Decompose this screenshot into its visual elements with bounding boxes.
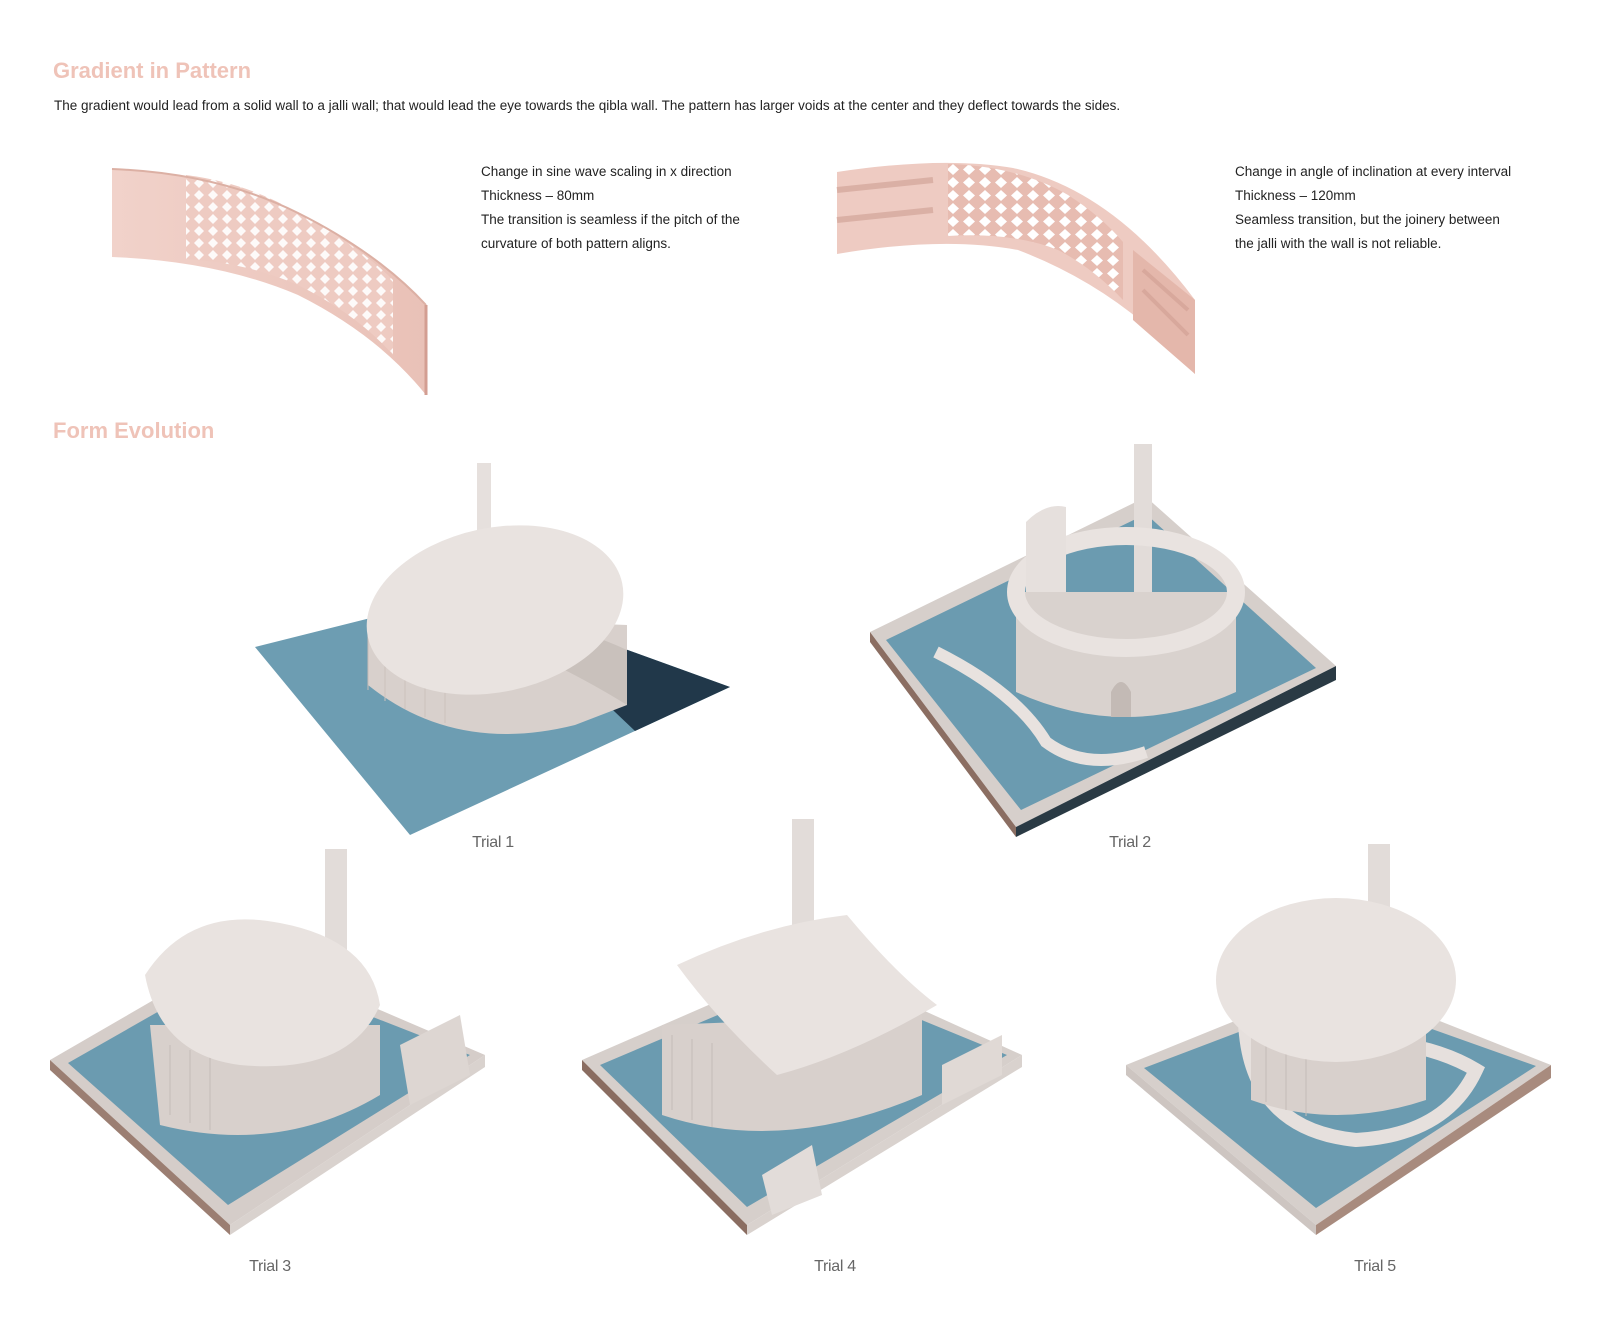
gradient-intro-text: The gradient would lead from a solid wal… — [54, 98, 1121, 113]
trial-1-model — [255, 463, 730, 835]
trial-2-caption: Trial 2 — [1109, 834, 1151, 851]
trial-1-caption: Trial 1 — [472, 834, 514, 851]
jalli-wall-illustration-1 — [111, 168, 428, 395]
description-line: Change in sine wave scaling in x directi… — [481, 164, 732, 179]
trial-3-model — [50, 849, 485, 1235]
section-heading-gradient: Gradient in Pattern — [53, 58, 252, 83]
trial-3-caption: Trial 3 — [249, 1258, 291, 1275]
trial-5-model — [1126, 844, 1551, 1235]
description-line: The transition is seamless if the pitch … — [481, 212, 740, 227]
trial-2-model — [870, 444, 1336, 837]
jalli-wall-illustration-2 — [836, 162, 1195, 374]
description-line: Change in angle of inclination at every … — [1235, 164, 1512, 179]
description-line: curvature of both pattern aligns. — [481, 236, 671, 251]
description-line: Seamless transition, but the joinery bet… — [1235, 212, 1500, 227]
jalli-description-1: Change in sine wave scaling in x directi… — [481, 160, 740, 256]
section-heading-form-evolution: Form Evolution — [53, 418, 215, 443]
trial-4-caption: Trial 4 — [814, 1258, 856, 1275]
description-line: Thickness – 120mm — [1235, 188, 1356, 203]
trial-5-caption: Trial 5 — [1354, 1258, 1396, 1275]
description-line: Thickness – 80mm — [481, 188, 595, 203]
trial-4-model — [582, 819, 1022, 1235]
description-line: the jalli with the wall is not reliable. — [1235, 236, 1442, 251]
jalli-description-2: Change in angle of inclination at every … — [1235, 160, 1511, 256]
